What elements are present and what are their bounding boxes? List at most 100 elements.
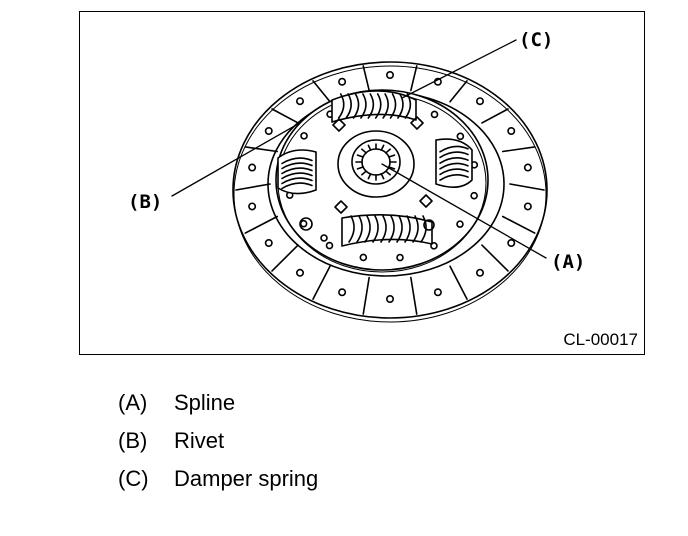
window-diamond	[410, 116, 424, 130]
plate-rivet	[325, 241, 334, 250]
plate-hole	[320, 234, 328, 242]
facing-slot	[481, 244, 509, 272]
spring-coil	[382, 93, 389, 119]
spring-coil	[439, 173, 469, 181]
facing-slot	[481, 108, 509, 124]
spring-coil	[281, 162, 313, 170]
damper-spring-left	[277, 149, 317, 195]
spring-coil	[337, 93, 345, 119]
facing-rivet	[248, 202, 257, 211]
spline-tooth	[367, 173, 372, 180]
window-diamond	[419, 194, 433, 208]
spline-tooth	[385, 170, 391, 176]
spring-coil	[388, 215, 395, 243]
facing-slot	[501, 215, 536, 234]
spring-coil	[281, 172, 313, 180]
spring-coil	[380, 215, 387, 243]
spline-tooth	[361, 148, 367, 154]
spring-coil	[404, 215, 411, 243]
facing-rivet	[338, 288, 347, 297]
spline-tooth	[385, 148, 391, 154]
plate-hole	[299, 217, 313, 231]
spring-coil	[345, 93, 352, 119]
damper-spring-right	[435, 138, 473, 188]
facing-rivets	[248, 70, 532, 303]
spring-coil	[439, 151, 469, 159]
plate-rivet	[359, 253, 368, 262]
legend-text: Damper spring	[174, 466, 319, 491]
plate-rivet	[430, 242, 438, 250]
facing-rivet	[385, 294, 394, 303]
facing-rivet	[475, 268, 484, 277]
spring-coil	[396, 215, 403, 243]
spring-coil	[281, 177, 313, 185]
facing-rivet	[248, 163, 257, 172]
facing-slot	[244, 215, 279, 234]
disc-outer-back	[233, 65, 547, 323]
facing-slot	[362, 276, 370, 315]
spring-coil	[389, 93, 397, 119]
figure-id: CL-00017	[563, 330, 638, 349]
facing-rivet	[507, 127, 516, 136]
legend-row-c: (C) Damper spring	[118, 460, 318, 498]
spring-coil	[367, 93, 375, 119]
facing-slot	[271, 108, 299, 124]
facing-rivet	[433, 288, 442, 297]
facing-slot	[271, 244, 299, 272]
facing-rivet	[507, 239, 516, 248]
leader-line-b	[171, 123, 299, 197]
spring-coil	[404, 93, 412, 119]
plate-rivet	[456, 132, 465, 141]
plate-rivet	[430, 110, 439, 119]
facing-rivet	[385, 70, 394, 79]
facing-slots	[235, 65, 545, 315]
spring-coil	[439, 156, 469, 164]
legend-text: Spline	[174, 390, 236, 415]
figure-frame: (C) (B) (A) CL-00017	[79, 11, 645, 355]
facing-slot	[501, 146, 536, 153]
facing-slot	[449, 265, 468, 300]
facing-slot	[312, 80, 331, 103]
plate-rivet	[300, 132, 308, 140]
spring-coil	[374, 93, 382, 119]
plate-rivet	[456, 220, 464, 228]
spring-coil	[372, 215, 379, 243]
spring-coil	[281, 182, 313, 190]
spring-coil	[412, 215, 419, 243]
spring-coil	[281, 167, 313, 175]
leader-line-c	[401, 39, 517, 99]
spline-tooth	[356, 166, 364, 170]
facing-slot	[509, 183, 545, 191]
spline-tooth	[380, 144, 385, 151]
callout-a: (A)	[551, 251, 585, 273]
facing-rivet	[475, 97, 484, 106]
facing-rivet	[523, 163, 532, 172]
facing-rivet	[296, 97, 305, 106]
facing-slot	[449, 80, 468, 103]
spring-coil	[439, 168, 469, 176]
spline-tooth	[380, 173, 385, 180]
facing-rivet	[264, 239, 273, 248]
spline-tooth	[367, 144, 372, 151]
legend-key: (C)	[118, 466, 149, 491]
plate-hole	[423, 219, 435, 231]
legend-key: (B)	[118, 428, 148, 453]
spring-coil	[356, 215, 363, 243]
spline-tooth	[388, 154, 396, 158]
leader-line-a	[381, 163, 547, 259]
spline-tooth	[356, 154, 364, 158]
window-diamond	[334, 200, 348, 214]
callout-b: (B)	[128, 191, 162, 213]
legend-row-a: (A) Spline	[118, 384, 318, 422]
facing-slot	[235, 183, 271, 191]
facing-rivet	[338, 77, 347, 86]
spring-coil	[352, 93, 360, 119]
clutch-disc-diagram: (C) (B) (A)	[128, 29, 585, 323]
facing-slot	[410, 276, 418, 315]
spring-coil	[360, 93, 367, 119]
legend-row-b: (B) Rivet	[118, 422, 318, 460]
legend-key: (A)	[118, 390, 148, 415]
spring-coil	[348, 215, 355, 243]
spring-coil	[439, 162, 469, 170]
facing-slot	[244, 146, 279, 153]
